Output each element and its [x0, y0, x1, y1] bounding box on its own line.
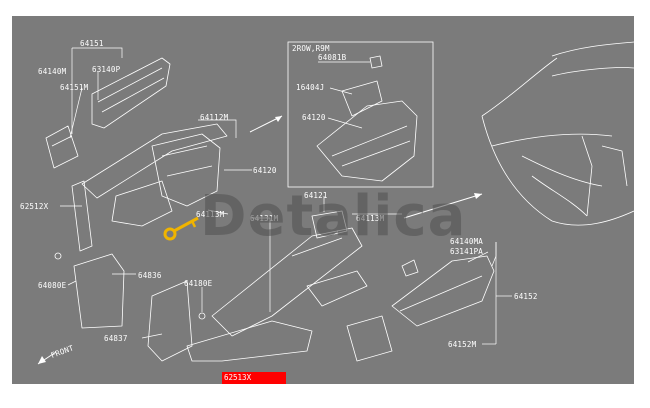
label-16404J: 16404J [296, 83, 324, 92]
part-apron [71, 123, 228, 252]
watermark-text: Detalica [200, 184, 467, 249]
label-64152: 64152 [514, 292, 538, 301]
label-64180E: 64180E [184, 279, 213, 288]
label-64113M: 64113M [196, 210, 225, 219]
label-front: FRONT [50, 343, 76, 360]
inset-title: 2ROW,R9M [292, 44, 330, 53]
label-62512X: 62512X [20, 202, 49, 211]
part-right-member [346, 255, 495, 362]
part-upper-rail [45, 57, 171, 169]
part-shields [54, 252, 206, 362]
label-64140MA: 64140MA [450, 237, 483, 246]
label-64836: 64836 [138, 271, 162, 280]
highlighted-part-label[interactable]: 62513X [224, 373, 252, 382]
car-outline [481, 41, 634, 226]
label-64113M-right: 64113M [356, 214, 385, 223]
label-64120-inset: 64120 [302, 113, 326, 122]
label-64152M: 64152M [448, 340, 477, 349]
highlighted-part-badge[interactable] [222, 372, 286, 384]
watermark-key-icon [163, 216, 199, 241]
leader-lines [60, 47, 512, 345]
label-64081B: 64081B [318, 53, 347, 62]
label-63141PA: 63141PA [450, 247, 483, 256]
part-center-member [186, 210, 368, 362]
inset-frame [287, 41, 434, 188]
label-64140M: 64140M [38, 67, 67, 76]
label-64121: 64121 [304, 191, 328, 200]
label-64837: 64837 [104, 334, 128, 343]
label-64151M: 64151M [60, 83, 89, 92]
label-64131M: 64131M [250, 214, 279, 223]
label-63140P: 63140P [92, 65, 121, 74]
label-64151: 64151 [80, 39, 104, 48]
part-inset-apron [316, 55, 418, 182]
label-64120-main: 64120 [253, 166, 277, 175]
diagram-canvas: 2ROW,R9M [12, 16, 634, 384]
parts-diagram: 2ROW,R9M [20, 39, 634, 365]
pointer-arrows [37, 115, 483, 365]
label-64080E: 64080E [38, 281, 67, 290]
label-64112M: 64112M [200, 113, 229, 122]
